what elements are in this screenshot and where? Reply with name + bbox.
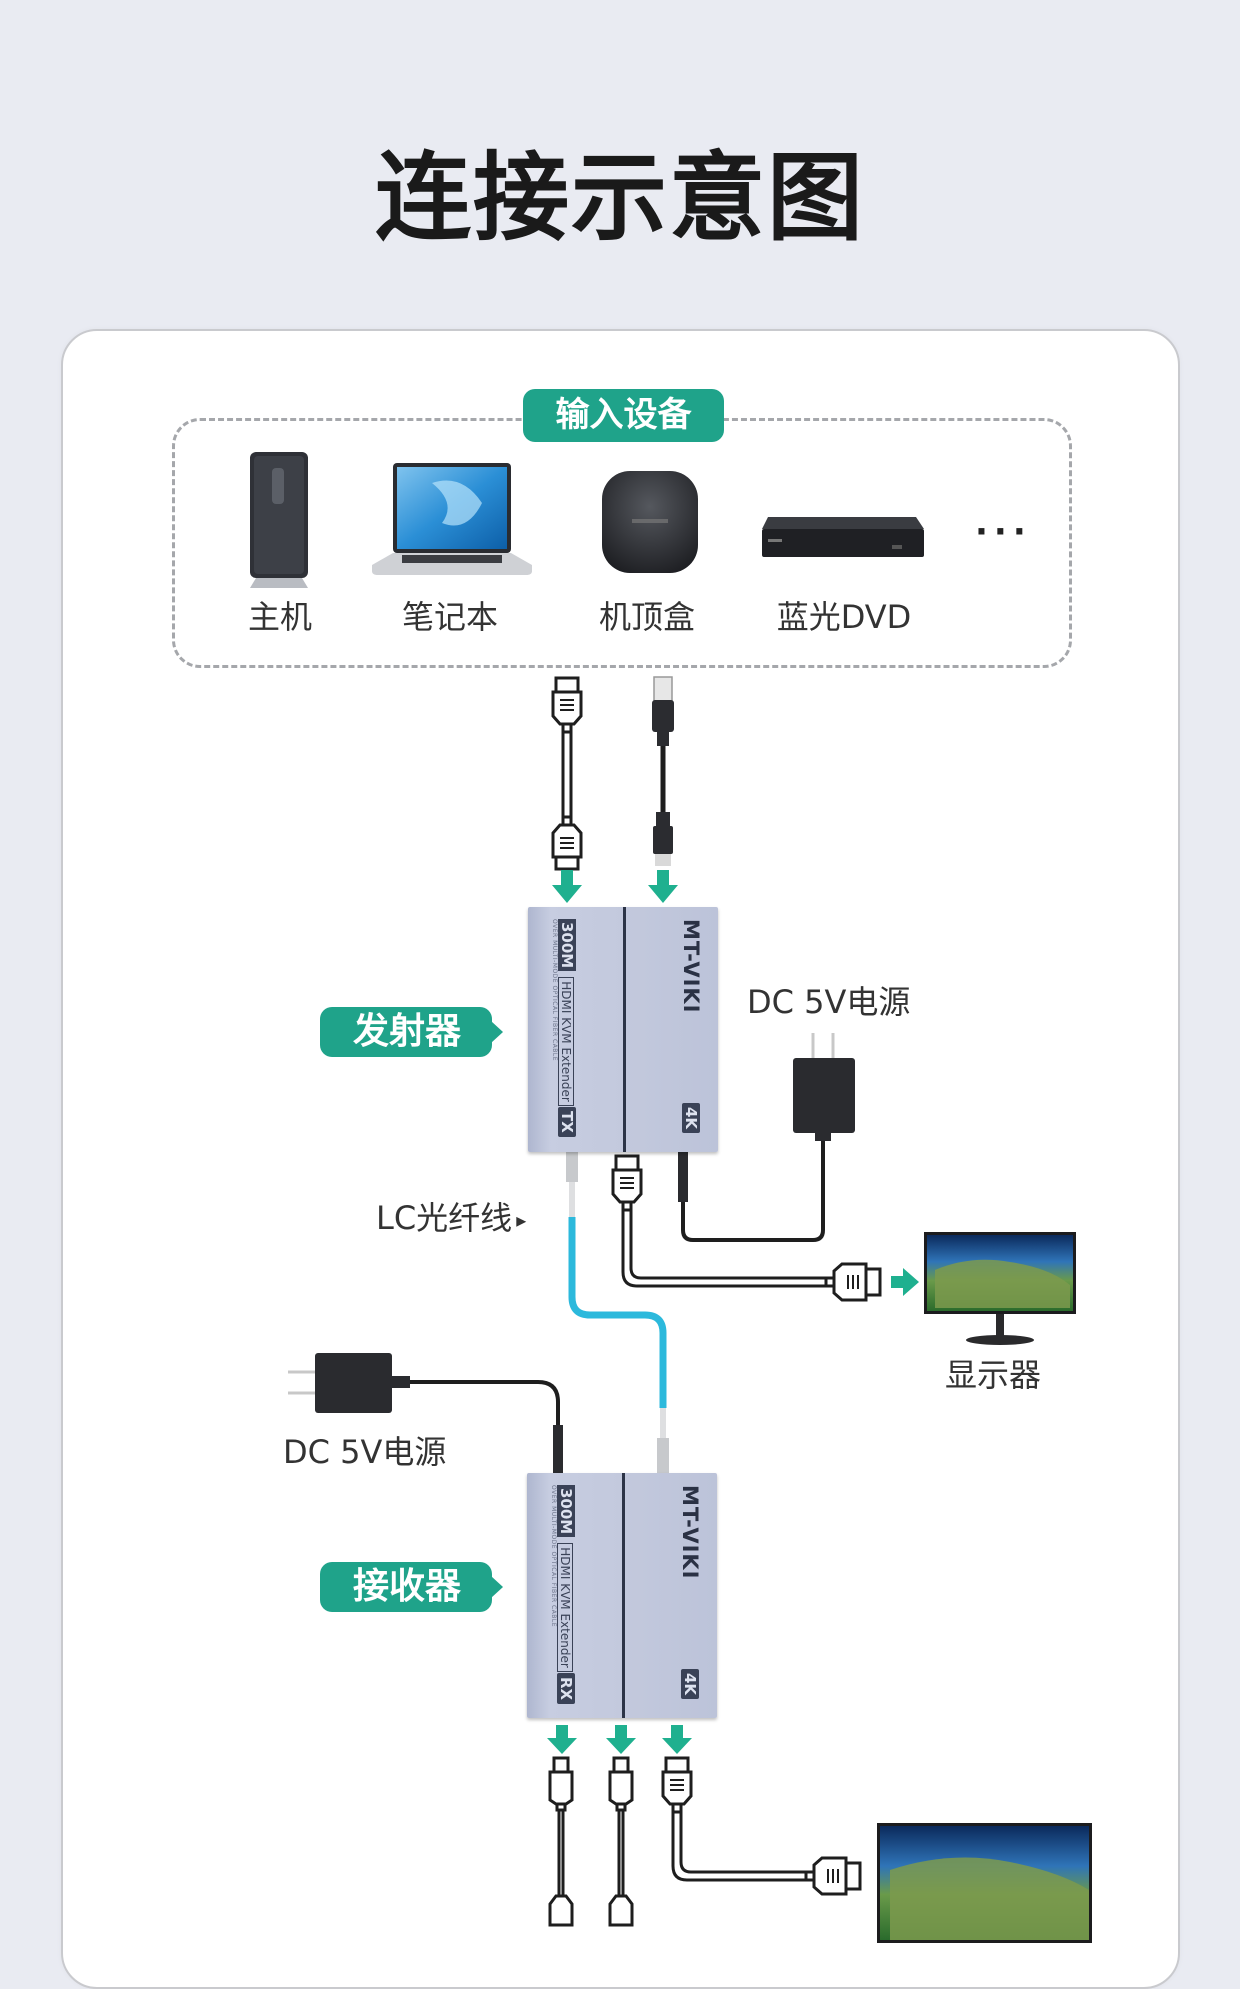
input-cables bbox=[288, 676, 1092, 1943]
resolution-tag: 4K bbox=[681, 1669, 699, 1700]
monitor-label: 显示器 bbox=[945, 1356, 1042, 1394]
right-arrow-icon bbox=[891, 1268, 919, 1296]
usb-cable-input bbox=[652, 676, 674, 866]
model-tag: 300M bbox=[557, 1485, 575, 1538]
rx-power-label: DC 5V电源 bbox=[283, 1433, 447, 1471]
model-text: HDMI KVM Extender bbox=[557, 1543, 573, 1672]
brand-logo: MT-VIKI bbox=[678, 1485, 702, 1580]
tx-power-adapter-icon bbox=[678, 1033, 855, 1242]
rx-power-adapter-icon bbox=[288, 1353, 563, 1473]
right-triangle-icon: ▸ bbox=[516, 1208, 527, 1232]
pointer-icon bbox=[491, 1576, 503, 1598]
hdmi-cable-tx-output bbox=[611, 1154, 882, 1302]
device-label-pc: 主机 bbox=[247, 598, 312, 636]
device-label-dvd: 蓝光DVD bbox=[776, 598, 912, 636]
pc-tower-icon bbox=[250, 452, 308, 588]
resolution-tag: 4K bbox=[682, 1103, 700, 1134]
page-title: 连接示意图 bbox=[375, 142, 865, 254]
brand-logo: MT-VIKI bbox=[679, 919, 703, 1014]
fiber-label: LC光纤线▸ bbox=[376, 1201, 526, 1237]
more-devices-ellipsis: ··· bbox=[975, 512, 1032, 552]
receiver-device: OVER MULTI-MODE OPTICAL FIBER CABLE 300M… bbox=[527, 1473, 717, 1718]
device-label-laptop: 笔记本 bbox=[401, 598, 498, 636]
fiber-label-text: LC光纤线 bbox=[376, 1199, 513, 1237]
bluray-dvd-player-icon bbox=[762, 517, 924, 557]
device-subtext: OVER MULTI-MODE OPTICAL FIBER CABLE bbox=[551, 919, 558, 1062]
monitor-icon bbox=[877, 1823, 1092, 1943]
usb-cable-output-2 bbox=[608, 1756, 634, 1927]
device-divider bbox=[622, 1473, 625, 1718]
device-model: 300M HDMI KVM Extender bbox=[558, 919, 576, 1106]
laptop-icon bbox=[372, 463, 532, 575]
hdmi-cable-rx-output bbox=[661, 1756, 862, 1896]
set-top-box-icon bbox=[602, 471, 698, 573]
receiver-badge: 接收器 bbox=[320, 1562, 503, 1612]
down-arrow-icon bbox=[648, 870, 678, 903]
model-text: HDMI KVM Extender bbox=[558, 977, 574, 1106]
down-arrow-icon bbox=[552, 870, 582, 903]
receiver-badge-label: 接收器 bbox=[352, 1566, 461, 1607]
transmitter-badge-label: 发射器 bbox=[352, 1011, 461, 1052]
unit-tag: TX bbox=[558, 1107, 576, 1137]
hdmi-cable-input bbox=[551, 676, 583, 871]
device-model: 300M HDMI KVM Extender bbox=[557, 1485, 575, 1672]
tx-power-label: DC 5V电源 bbox=[747, 983, 911, 1021]
device-subtext: OVER MULTI-MODE OPTICAL FIBER CABLE bbox=[550, 1485, 557, 1628]
usb-cable-output-1 bbox=[548, 1756, 574, 1927]
monitor-icon bbox=[924, 1232, 1076, 1345]
down-arrow-icon bbox=[547, 1725, 577, 1754]
pointer-icon bbox=[491, 1021, 503, 1043]
model-tag: 300M bbox=[558, 919, 576, 972]
device-label-set-top-box: 机顶盒 bbox=[598, 598, 695, 636]
transmitter-badge: 发射器 bbox=[320, 1007, 503, 1057]
unit-tag: RX bbox=[557, 1673, 575, 1705]
device-divider bbox=[623, 907, 626, 1152]
down-arrow-icon bbox=[662, 1725, 692, 1754]
down-arrow-icon bbox=[606, 1725, 636, 1754]
input-devices-badge: 输入设备 bbox=[523, 389, 724, 442]
lc-fiber-cable bbox=[566, 1152, 669, 1473]
transmitter-device: OVER MULTI-MODE OPTICAL FIBER CABLE 300M… bbox=[528, 907, 718, 1152]
